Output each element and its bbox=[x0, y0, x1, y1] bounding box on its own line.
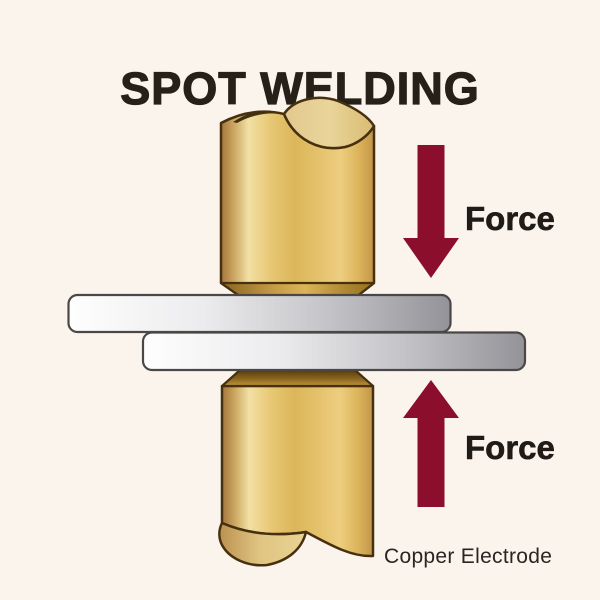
force-down-arrow-icon bbox=[403, 145, 459, 278]
bottom-electrode-tip-bevel bbox=[220, 368, 375, 388]
top-electrode-inner-dark bbox=[233, 110, 284, 123]
lower-metal-sheet bbox=[141, 331, 527, 372]
force-up-arrow-icon bbox=[403, 380, 459, 507]
force-label-top: Force bbox=[465, 200, 555, 238]
bottom-electrode-cut-surface bbox=[218, 521, 308, 567]
top-electrode bbox=[219, 96, 376, 299]
copper-electrode-label: Copper Electrode bbox=[384, 545, 553, 568]
force-label-bottom: Force bbox=[465, 429, 555, 467]
upper-metal-sheet bbox=[67, 293, 452, 334]
top-electrode-cut-surface bbox=[282, 96, 376, 150]
bottom-electrode bbox=[218, 368, 375, 567]
